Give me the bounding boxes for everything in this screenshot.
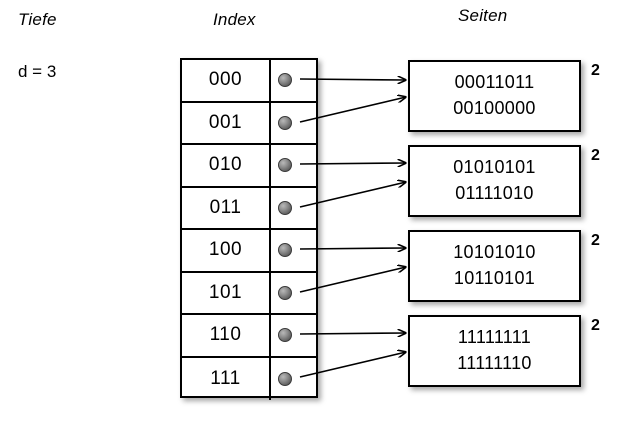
index-row[interactable]: 010 (182, 145, 316, 188)
index-pointer-cell[interactable] (271, 358, 316, 401)
index-pointer-cell[interactable] (271, 145, 316, 186)
index-row[interactable]: 000 (182, 60, 316, 103)
page-record: 01111010 (455, 183, 534, 203)
page-box[interactable]: 10101010 10110101 (408, 230, 581, 302)
index-pointer-cell[interactable] (271, 230, 316, 271)
index-key: 011 (182, 187, 271, 228)
pointer-dot-icon (278, 115, 292, 130)
page-record: 00100000 (453, 98, 536, 118)
page-record: 11111110 (457, 353, 532, 373)
page-record: 11111111 (457, 327, 532, 348)
page-local-depth: 2 (591, 232, 600, 249)
page-box[interactable]: 11111111 11111110 (408, 315, 581, 387)
column-header-index: Index (213, 10, 256, 29)
pointer-dot-icon (278, 328, 292, 343)
pointer-dot-icon (278, 200, 292, 215)
page-record: 10110101 (453, 268, 536, 288)
index-row[interactable]: 100 (182, 230, 316, 273)
page-local-depth: 2 (591, 317, 600, 334)
page-record: 01010101 (453, 157, 536, 178)
index-pointer-cell[interactable] (271, 60, 316, 101)
pointer-dot-icon (278, 285, 292, 300)
pointer-dot-icon (278, 73, 292, 88)
index-key: 000 (182, 60, 271, 101)
global-depth-label: d = 3 (18, 62, 57, 81)
index-row[interactable]: 001 (182, 102, 316, 145)
column-header-seiten: Seiten (458, 6, 508, 25)
index-row[interactable]: 111 (182, 357, 316, 401)
index-key: 101 (182, 272, 271, 313)
index-pointer-cell[interactable] (271, 188, 316, 229)
pointer-dot-icon (278, 371, 292, 386)
index-pointer-cell[interactable] (271, 315, 316, 356)
index-pointer-cell[interactable] (271, 103, 316, 144)
index-key: 010 (182, 145, 271, 186)
index-key: 110 (182, 315, 271, 356)
page-local-depth: 2 (591, 147, 600, 164)
index-key: 111 (182, 357, 271, 400)
index-key: 001 (182, 102, 271, 143)
pointer-dot-icon (278, 243, 292, 258)
page-local-depth: 2 (591, 62, 600, 79)
index-row[interactable]: 101 (182, 272, 316, 315)
page-record: 00011011 (454, 72, 535, 93)
page-record: 10101010 (453, 242, 536, 263)
page-box[interactable]: 00011011 00100000 (408, 60, 581, 132)
column-header-tiefe: Tiefe (18, 10, 57, 29)
pointer-dot-icon (278, 158, 292, 173)
index-row[interactable]: 110 (182, 315, 316, 358)
index-pointer-cell[interactable] (271, 273, 316, 314)
index-key: 100 (182, 230, 271, 271)
index-directory-table: 000 001 010 011 100 101 110 (180, 58, 318, 401)
index-row[interactable]: 011 (182, 187, 316, 230)
page-box[interactable]: 01010101 01111010 (408, 145, 581, 217)
